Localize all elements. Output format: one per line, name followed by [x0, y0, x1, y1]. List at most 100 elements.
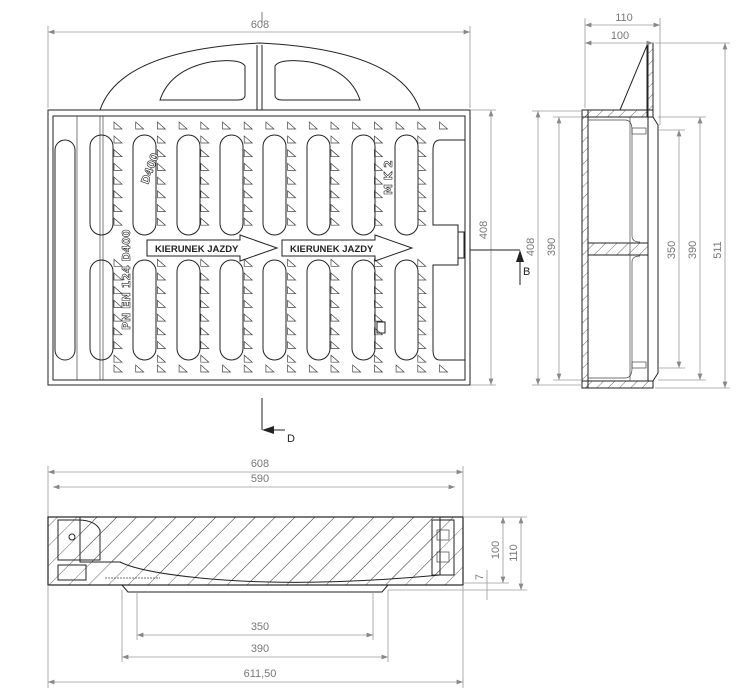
- grate-slot: [351, 134, 376, 236]
- anti-slip-triangle: [200, 272, 210, 281]
- anti-slip-triangle: [113, 272, 123, 281]
- anti-slip-triangle: [330, 354, 340, 363]
- dimension-408-side: 408: [525, 110, 582, 386]
- anti-slip-triangle: [157, 135, 167, 144]
- dimension-608-top: 608: [47, 19, 471, 108]
- dimension-390-side-left: 390: [546, 116, 582, 381]
- dimension-label: 590: [251, 473, 269, 485]
- anti-slip-triangle: [243, 203, 254, 212]
- cover-section: [79, 516, 441, 583]
- anti-slip-triangle: [157, 340, 167, 349]
- anti-slip-triangle: [200, 121, 210, 130]
- anti-slip-triangle: [157, 285, 167, 295]
- grate-slot: [89, 134, 114, 236]
- arrow-label: KIERUNEK JAZDY: [290, 244, 374, 255]
- anti-slip-triangle: [417, 148, 427, 158]
- anti-slip-triangle: [243, 217, 254, 226]
- anti-slip-triangle: [287, 217, 297, 226]
- anti-slip-triangle: [265, 364, 275, 373]
- anti-slip-triangle: [243, 364, 254, 373]
- anti-slip-triangle: [417, 340, 427, 349]
- hinge-arc: [99, 42, 421, 111]
- grate-slot: [132, 259, 157, 361]
- anti-slip-triangle: [157, 258, 167, 267]
- anti-slip-triangle: [243, 176, 254, 185]
- dimension-label: 390: [251, 643, 269, 655]
- anti-slip-triangle: [374, 354, 384, 363]
- anti-slip-triangle: [287, 148, 297, 158]
- dimension-label: 100: [611, 30, 629, 42]
- anti-slip-triangle: [243, 313, 254, 322]
- dimension-label: 390: [687, 241, 699, 259]
- anti-slip-triangle: [417, 176, 427, 185]
- anti-slip-triangle: [243, 258, 254, 267]
- anti-slip-triangle: [113, 364, 123, 373]
- dimension-7-section: 7: [474, 570, 488, 600]
- anti-slip-triangle: [287, 364, 297, 373]
- anti-slip-triangle: [200, 135, 210, 144]
- anti-slip-triangle: [113, 299, 123, 308]
- anti-slip-triangle: [439, 121, 449, 130]
- anti-slip-triangle: [243, 340, 254, 349]
- anti-slip-triangle: [200, 327, 210, 336]
- anti-slip-triangle: [330, 272, 340, 281]
- section-marker-b: B: [470, 249, 530, 285]
- dimension-608-section: 608: [47, 458, 464, 517]
- grate-slot: [132, 134, 157, 236]
- grate-slot: [394, 259, 419, 361]
- anti-slip-triangle: [200, 354, 210, 363]
- anti-slip-triangle: [157, 299, 167, 308]
- latch-tab: [457, 231, 465, 259]
- anti-slip-triangle: [374, 162, 384, 171]
- dimension-100-section: 100: [463, 516, 527, 584]
- dimension-408-top: 408: [470, 109, 496, 386]
- anti-slip-triangle: [113, 121, 123, 130]
- anti-slip-triangle: [330, 162, 340, 171]
- grate-slot: [351, 259, 376, 361]
- anti-slip-triangle: [243, 162, 254, 171]
- grate-slot: [219, 134, 244, 236]
- anti-slip-triangle: [330, 217, 340, 226]
- anti-slip-triangle: [417, 327, 427, 336]
- anti-slip-triangle: [374, 340, 384, 349]
- anti-slip-triangle: [287, 135, 297, 144]
- anti-slip-triangle: [287, 203, 297, 212]
- anti-slip-triangle: [243, 272, 254, 281]
- anti-slip-triangle: [287, 354, 297, 363]
- anti-slip-triangle: [374, 313, 384, 322]
- anti-slip-triangle: [157, 327, 167, 336]
- anti-slip-triangle: [287, 340, 297, 349]
- anti-slip-triangle: [417, 258, 427, 267]
- anti-slip-triangle: [113, 135, 123, 144]
- anti-slip-triangle: [200, 217, 210, 226]
- anti-slip-triangle: [243, 135, 254, 144]
- anti-slip-triangle: [113, 217, 123, 226]
- anti-slip-triangle: [157, 148, 167, 158]
- anti-slip-triangle: [200, 190, 210, 199]
- anti-slip-triangle: [374, 285, 384, 295]
- anti-slip-triangle: [374, 148, 384, 158]
- anti-slip-triangle: [374, 272, 384, 281]
- anti-slip-triangle: [243, 285, 254, 295]
- anti-slip-triangle: [287, 162, 297, 171]
- anti-slip-triangle: [417, 364, 427, 373]
- anti-slip-triangle: [200, 162, 210, 171]
- anti-slip-triangle: [287, 121, 297, 130]
- anti-slip-triangle: [287, 327, 297, 336]
- dimension-label: 7: [474, 574, 486, 580]
- anti-slip-triangle: [395, 121, 406, 130]
- anti-slip-triangle: [330, 364, 340, 373]
- dimension-350-side: 350: [658, 129, 685, 369]
- dimension-label: 611,50: [244, 668, 277, 680]
- dimension-label: 350: [666, 241, 678, 259]
- right-slot: [432, 139, 465, 361]
- anti-slip-triangle: [265, 121, 275, 130]
- dimension-390-side-right: 390: [658, 116, 706, 381]
- dimension-label: 390: [546, 238, 558, 256]
- section-marker-d: D: [261, 398, 295, 445]
- anti-slip-triangle: [113, 258, 123, 267]
- anti-slip-triangle: [200, 258, 210, 267]
- dimension-590-section: 590: [53, 473, 455, 490]
- anti-slip-triangle: [417, 299, 427, 308]
- top-view: 608 KIERUNEK JAZDY KIERUNEK JAZDY PN EN …: [47, 12, 530, 445]
